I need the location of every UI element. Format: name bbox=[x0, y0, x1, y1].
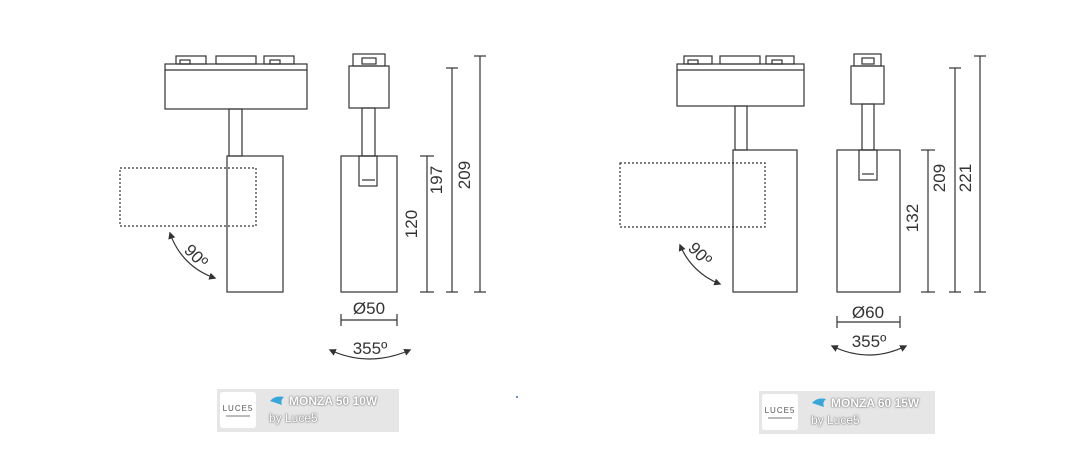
height-label-2-50: 197 bbox=[427, 166, 446, 194]
logo-underline bbox=[226, 414, 250, 417]
diameter-label-50: Ø50 bbox=[353, 299, 385, 318]
product-title[interactable]: MONZA 50 10W bbox=[269, 394, 377, 408]
height-label-3-60: 221 bbox=[956, 164, 975, 192]
logo-underline bbox=[768, 416, 792, 419]
product-byline[interactable]: by Luce5 bbox=[269, 411, 318, 425]
height-label-2-60: 209 bbox=[930, 164, 949, 192]
product-title[interactable]: MONZA 60 15W bbox=[811, 396, 919, 410]
product-card-monza-50[interactable]: LUCE5 MONZA 50 10W by Luce5 bbox=[217, 389, 399, 432]
height-label-1-60: 132 bbox=[903, 204, 922, 232]
luce5-logo: LUCE5 bbox=[220, 392, 256, 428]
product-card-monza-60[interactable]: LUCE5 MONZA 60 15W by Luce5 bbox=[759, 391, 935, 434]
logo-text: LUCE5 bbox=[222, 403, 254, 413]
dimension-lines-50 bbox=[328, 55, 486, 360]
tilt-label-60: 90º bbox=[684, 239, 715, 270]
product-title-text: MONZA 50 10W bbox=[289, 394, 378, 408]
product-title-text: MONZA 60 15W bbox=[831, 396, 920, 410]
height-label-3-50: 209 bbox=[455, 161, 474, 189]
diameter-label-60: Ø60 bbox=[852, 303, 884, 322]
logo-text: LUCE5 bbox=[764, 405, 796, 415]
rotation-label-60: 355º bbox=[852, 332, 887, 351]
side-view-60 bbox=[619, 55, 805, 293]
drawing-monza-50 bbox=[119, 53, 486, 360]
front-view-60 bbox=[836, 53, 901, 293]
product-byline[interactable]: by Luce5 bbox=[811, 413, 860, 427]
bird-icon bbox=[270, 396, 284, 405]
tilt-label-50: 90º bbox=[180, 241, 211, 272]
drawing-monza-60 bbox=[619, 53, 986, 356]
dimension-lines-60 bbox=[830, 55, 986, 356]
front-view-50 bbox=[340, 53, 398, 293]
bird-icon bbox=[812, 398, 826, 407]
height-label-1-50: 120 bbox=[402, 210, 421, 238]
luce5-logo: LUCE5 bbox=[762, 394, 798, 430]
stray-dot bbox=[516, 396, 518, 398]
rotation-label-50: 355º bbox=[353, 339, 388, 358]
side-view-50 bbox=[119, 55, 308, 293]
